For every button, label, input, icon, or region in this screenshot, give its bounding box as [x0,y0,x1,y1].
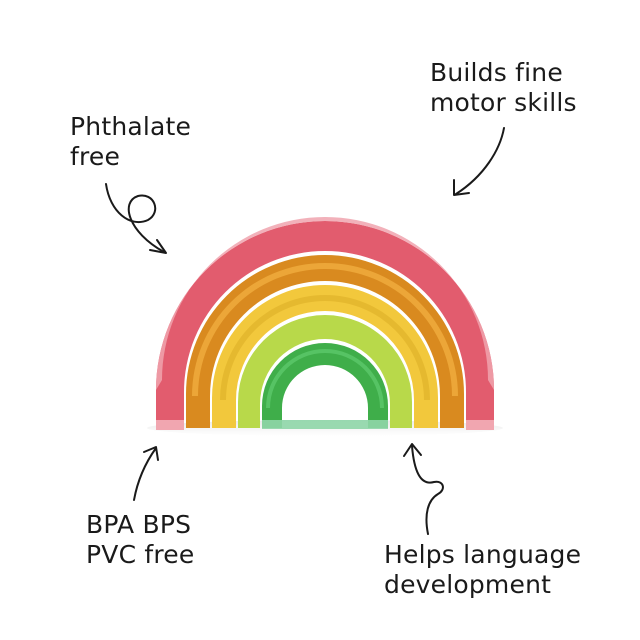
rainbow-base-pink [156,420,184,430]
up-arrow-icon [133,446,159,501]
callout-phthalate-line1: Phthalate [70,112,192,141]
callout-bpa-line1: BPA BPS [86,510,192,539]
curly-arrow-icon [105,183,167,254]
rainbow-arc-green [262,343,388,428]
rainbow-base-mint [262,420,388,429]
rainbow-arc-yellow [212,285,438,428]
callout-phthalate-free: Phthalate free [70,112,191,172]
rainbow-arc-orange [186,255,464,428]
callout-bpa-line2: PVC free [86,540,195,569]
curly-up-arrow-icon [403,443,444,535]
callout-motor-line1: Builds fine [430,58,563,87]
curved-arrow-icon [453,127,505,196]
rainbow-base-pink-right [466,420,494,430]
callout-motor-skills: Builds fine motor skills [430,58,577,118]
callout-motor-line2: motor skills [430,88,577,117]
callout-phthalate-line2: free [70,142,121,171]
callout-language-line1: Helps language [384,540,582,569]
rainbow-arc-red [156,221,494,428]
rainbow-arc-lime [238,315,412,428]
callout-language-development: Helps language development [384,540,581,600]
rainbow-stacker-toy [156,217,494,430]
callout-bpa-free: BPA BPS PVC free [86,510,194,570]
callout-language-line2: development [384,570,552,599]
